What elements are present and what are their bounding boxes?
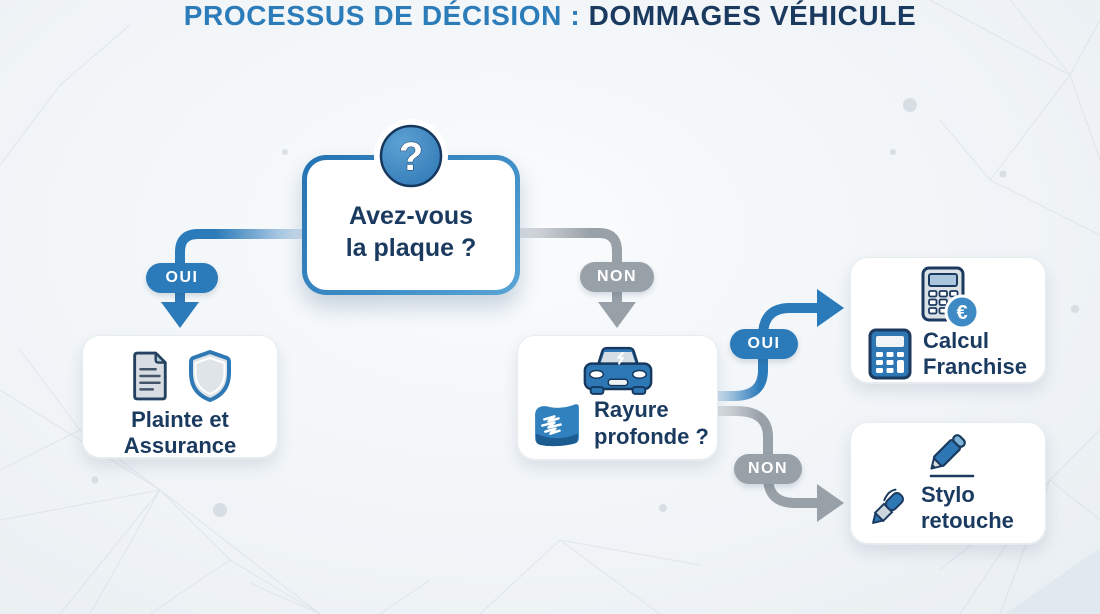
- branch-pill-non-rayure: NON: [734, 454, 802, 484]
- node-question-plaque: Avez-vous la plaque ?: [302, 155, 520, 295]
- page-title-suffix: DOMMAGES VÉHICULE: [588, 0, 917, 31]
- branch-pill-oui-rayure: OUI: [730, 329, 798, 359]
- calculator-euro-icon: €: [921, 266, 980, 330]
- node-stylo-label: Stylo retouche: [921, 482, 1014, 534]
- document-icon: [133, 351, 167, 401]
- connector-plaque-oui: [175, 229, 303, 304]
- arrowhead-rayure-oui: [817, 289, 844, 327]
- scratched-panel-icon: [535, 404, 579, 447]
- calculator-icon: [868, 328, 912, 380]
- page-title-prefix: PROCESSUS DE DÉCISION :: [183, 0, 589, 31]
- connector-plaque-non: [519, 228, 622, 304]
- branch-pill-oui-plaque: OUI: [146, 263, 218, 293]
- plainte-icons: [127, 349, 233, 403]
- branch-pill-oui-plaque-label: OUI: [165, 269, 199, 286]
- node-rayure-profonde: Rayure profonde ?: [517, 335, 718, 460]
- node-plainte-label: Plainte et Assurance: [123, 407, 237, 459]
- node-calcul-franchise: € Calcul Franchise: [850, 257, 1046, 383]
- arrowhead-plaque-oui: [161, 302, 199, 328]
- shield-icon: [189, 350, 231, 402]
- pen-writing-icon: [929, 434, 975, 478]
- euro-glyph: €: [956, 302, 967, 324]
- car-icon: [583, 346, 652, 395]
- question-mark-icon: ?: [374, 119, 448, 193]
- branch-pill-non-rayure-label: NON: [747, 460, 789, 477]
- branch-pill-non-plaque-label: NON: [596, 268, 638, 285]
- branch-pill-non-plaque: NON: [580, 262, 654, 292]
- page-title: PROCESSUS DE DÉCISION : DOMMAGES VÉHICUL…: [0, 0, 1100, 32]
- node-stylo-retouche: Stylo retouche: [850, 422, 1046, 544]
- branch-pill-oui-rayure-label: OUI: [747, 335, 781, 352]
- arrowhead-rayure-non: [817, 484, 844, 522]
- question-mark-glyph: ?: [399, 135, 423, 179]
- node-calcul-label: Calcul Franchise: [923, 328, 1027, 380]
- question-plaque-label: Avez-vous la plaque ?: [345, 201, 477, 263]
- node-rayure-label: Rayure profonde ?: [594, 397, 709, 449]
- arrowhead-plaque-non: [598, 302, 636, 328]
- node-plainte-assurance: Plainte et Assurance: [82, 335, 278, 458]
- pen-icon: [872, 489, 904, 525]
